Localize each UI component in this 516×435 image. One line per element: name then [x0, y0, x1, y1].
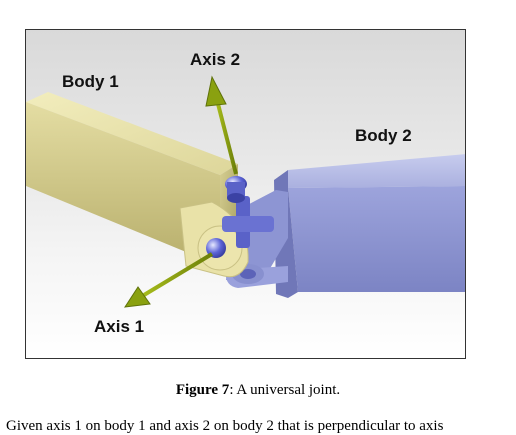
axis-1-label: Axis 1 — [94, 317, 145, 336]
axis-1-arrow — [123, 252, 214, 308]
axis-2-label: Axis 2 — [190, 50, 241, 69]
body-2-label: Body 2 — [355, 126, 412, 145]
axis-2-arrow — [205, 75, 238, 175]
figure-caption-text: : A universal joint. — [229, 382, 341, 398]
universal-joint-illustration — [26, 75, 465, 308]
figure-image: Body 1 Axis 2 Body 2 Axis 1 — [25, 29, 466, 359]
figure-caption: Figure 7: A universal joint. — [0, 382, 516, 399]
body-1-label: Body 1 — [62, 72, 119, 91]
figure-caption-label: Figure 7 — [175, 382, 230, 398]
spider-cross — [206, 176, 274, 258]
